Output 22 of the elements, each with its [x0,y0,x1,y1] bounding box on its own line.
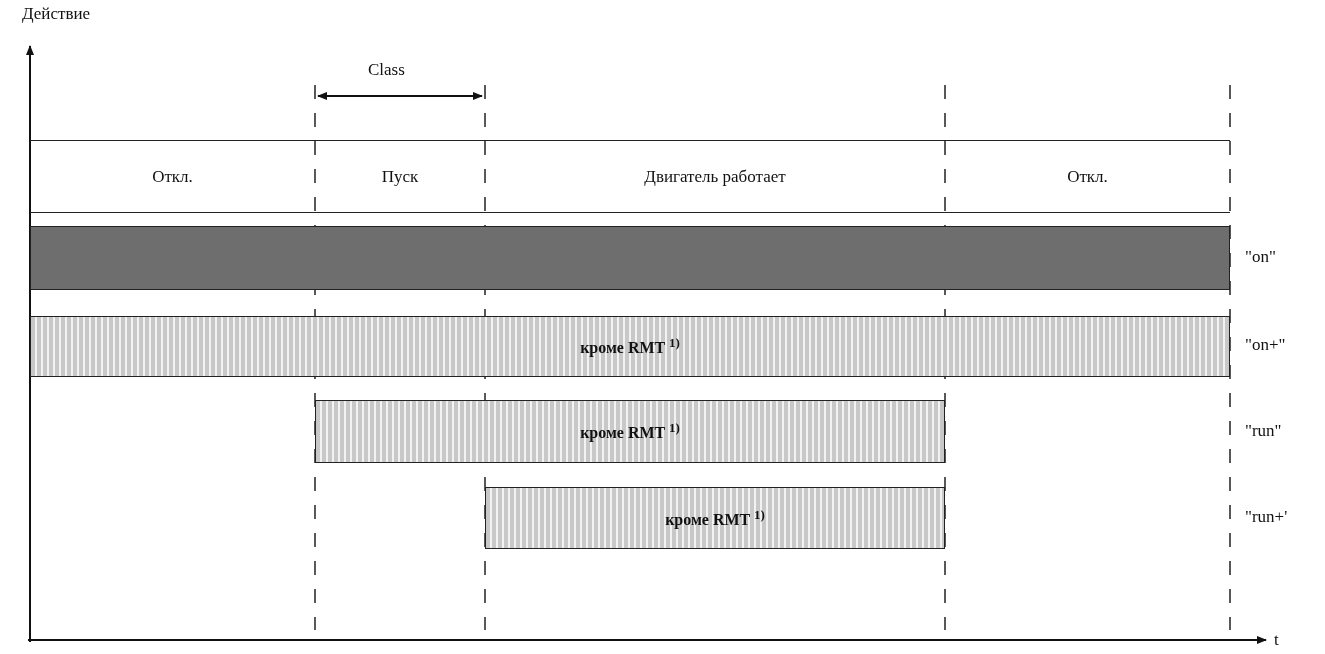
phase-label: Откл. [1067,166,1108,187]
phase-band [945,140,1230,213]
axis-title: t [1274,630,1279,650]
signal-name: "on" [1245,247,1276,267]
signal-bar [485,487,945,549]
signal-name: "run+' [1245,507,1288,527]
bar-label: кроме RMT $^{1)}$ [580,420,680,443]
phase-label: Откл. [152,166,193,187]
phase-band [30,140,315,213]
bar-label: кроме RMT $^{1)}$ [665,506,765,530]
signal-bar [30,226,1230,290]
bar-label: кроме RMT $^{1)}$ [580,335,680,358]
axis-title: Действие [22,4,91,24]
signal-bar [30,316,1230,377]
phase-label: Двигатель работает [644,166,786,187]
signal-bar [315,400,945,463]
signal-name: "run" [1245,421,1282,441]
phase-band [315,140,485,213]
phase-label: Пуск [381,166,419,187]
signal-name: "on+" [1245,335,1286,355]
phase-band [485,140,945,213]
dimension-label: Class [368,60,405,80]
